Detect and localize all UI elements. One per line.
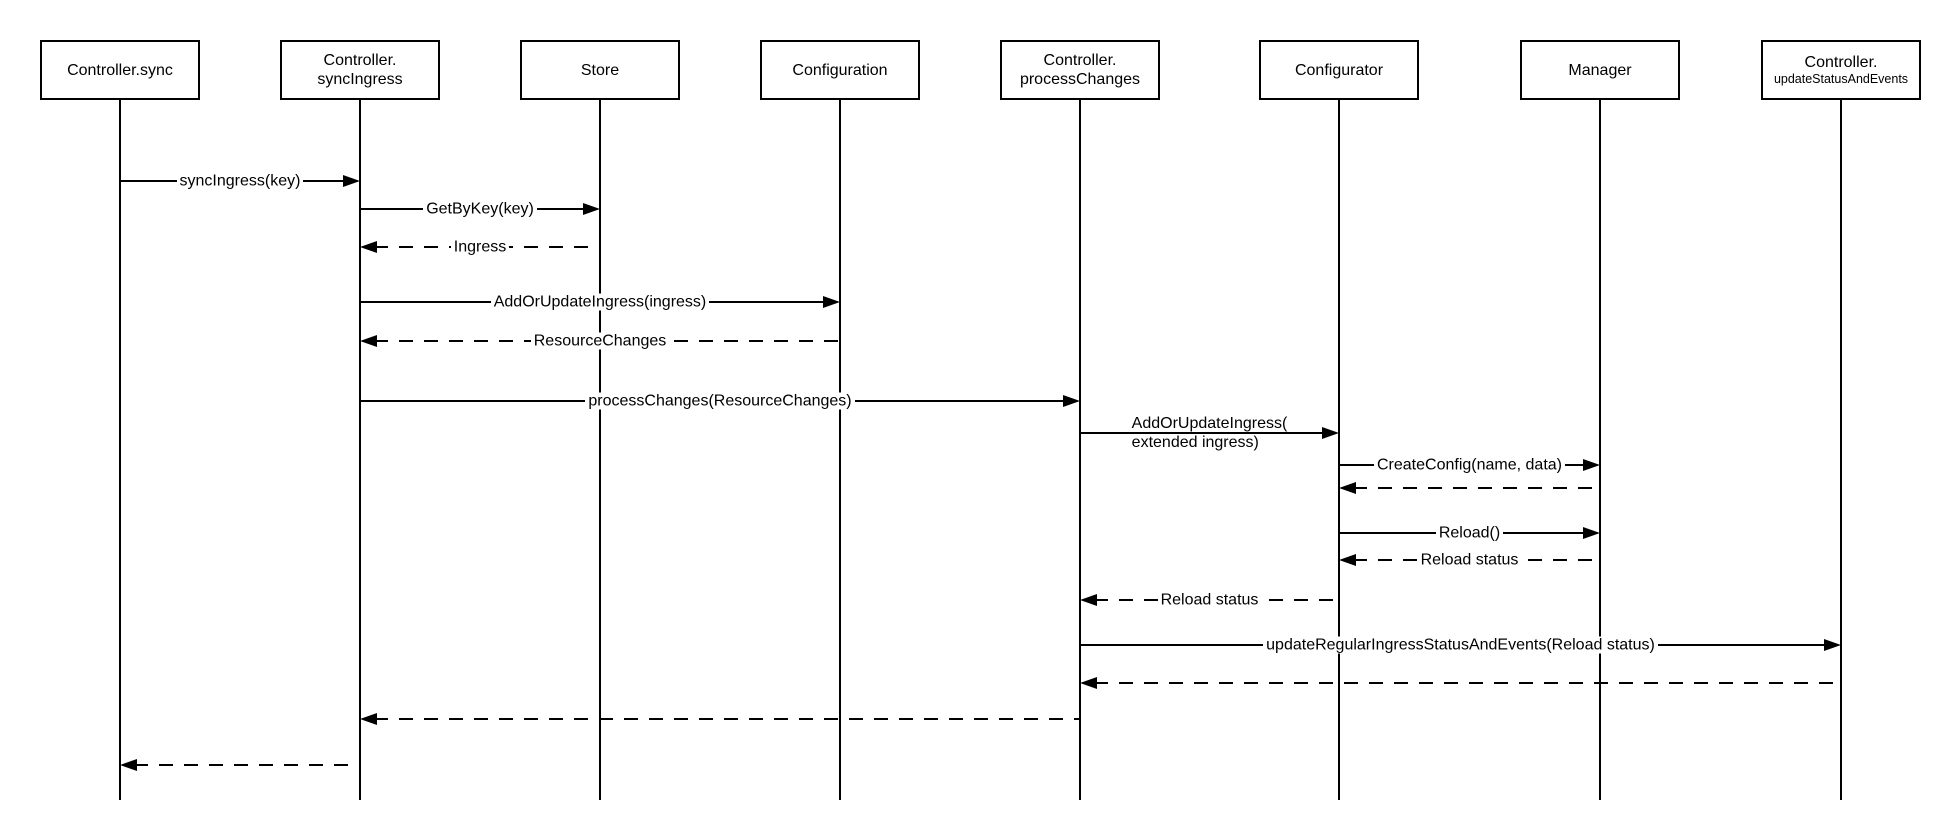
actor-box-configuration: Configuration — [760, 40, 920, 100]
arrowhead — [360, 335, 377, 347]
message-line — [1339, 464, 1586, 466]
arrowhead — [1063, 395, 1080, 407]
arrowhead — [1339, 554, 1356, 566]
message-line — [360, 400, 1066, 402]
message-line — [360, 301, 826, 303]
actor-box-controller-sync: Controller.sync — [40, 40, 200, 100]
actor-box-controller-processchanges: Controller. processChanges — [1000, 40, 1160, 100]
lifeline-configuration — [839, 100, 841, 800]
message-line — [374, 718, 1080, 720]
actor-label: Manager — [1568, 61, 1632, 79]
actor-box-controller-updatestatusandevents: Controller.updateStatusAndEvents — [1761, 40, 1921, 100]
message-line — [374, 340, 840, 342]
lifeline-controller-syncingress — [359, 100, 361, 800]
arrowhead — [1322, 427, 1339, 439]
arrowhead — [583, 203, 600, 215]
message-label-line-text: extended ingress) — [1128, 434, 1262, 451]
actor-label: Configurator — [1294, 61, 1384, 79]
message-line — [134, 764, 360, 766]
message-label-line: extended ingress) — [1128, 433, 1291, 452]
lifeline-manager — [1599, 100, 1601, 800]
message-line — [1080, 432, 1325, 434]
message-line — [1094, 599, 1339, 601]
lifeline-controller-processchanges — [1079, 100, 1081, 800]
lifeline-controller-sync — [119, 100, 121, 800]
actor-label: syncIngress — [317, 71, 403, 88]
message-label-line: AddOrUpdateIngress( — [1128, 414, 1291, 433]
actor-label: Configuration — [792, 61, 888, 79]
actor-box-manager: Manager — [1520, 40, 1680, 100]
actor-label: updateStatusAndEvents — [1773, 72, 1909, 86]
actor-box-store: Store — [520, 40, 680, 100]
lifeline-store — [599, 100, 601, 800]
actor-label: Controller.sync — [67, 61, 173, 79]
message-line — [374, 246, 600, 248]
arrowhead — [823, 296, 840, 308]
lifeline-controller-updatestatusandevents — [1840, 100, 1842, 800]
arrowhead — [1583, 459, 1600, 471]
actor-label: Store — [580, 61, 620, 79]
message-label-line-text: AddOrUpdateIngress( — [1128, 415, 1291, 432]
message-line — [120, 180, 346, 182]
actor-label: Controller. — [323, 52, 397, 69]
actor-label: Controller. — [1043, 52, 1117, 69]
actor-label: processChanges — [1019, 71, 1141, 88]
message-line — [1080, 644, 1827, 646]
message-line — [1094, 682, 1841, 684]
arrowhead — [1824, 639, 1841, 651]
arrowhead — [120, 759, 137, 771]
arrowhead — [1339, 482, 1356, 494]
arrowhead — [1080, 677, 1097, 689]
message-line — [1353, 487, 1600, 489]
actor-label: Controller. — [1804, 54, 1878, 71]
actor-box-controller-syncingress: Controller. syncIngress — [280, 40, 440, 100]
actor-box-configurator: Configurator — [1259, 40, 1419, 100]
arrowhead — [360, 241, 377, 253]
arrowhead — [1080, 594, 1097, 606]
message-line — [1353, 559, 1600, 561]
message-line — [1339, 532, 1586, 534]
message-line — [360, 208, 586, 210]
arrowhead — [360, 713, 377, 725]
arrowhead — [1583, 527, 1600, 539]
arrowhead — [343, 175, 360, 187]
lifeline-configurator — [1338, 100, 1340, 800]
